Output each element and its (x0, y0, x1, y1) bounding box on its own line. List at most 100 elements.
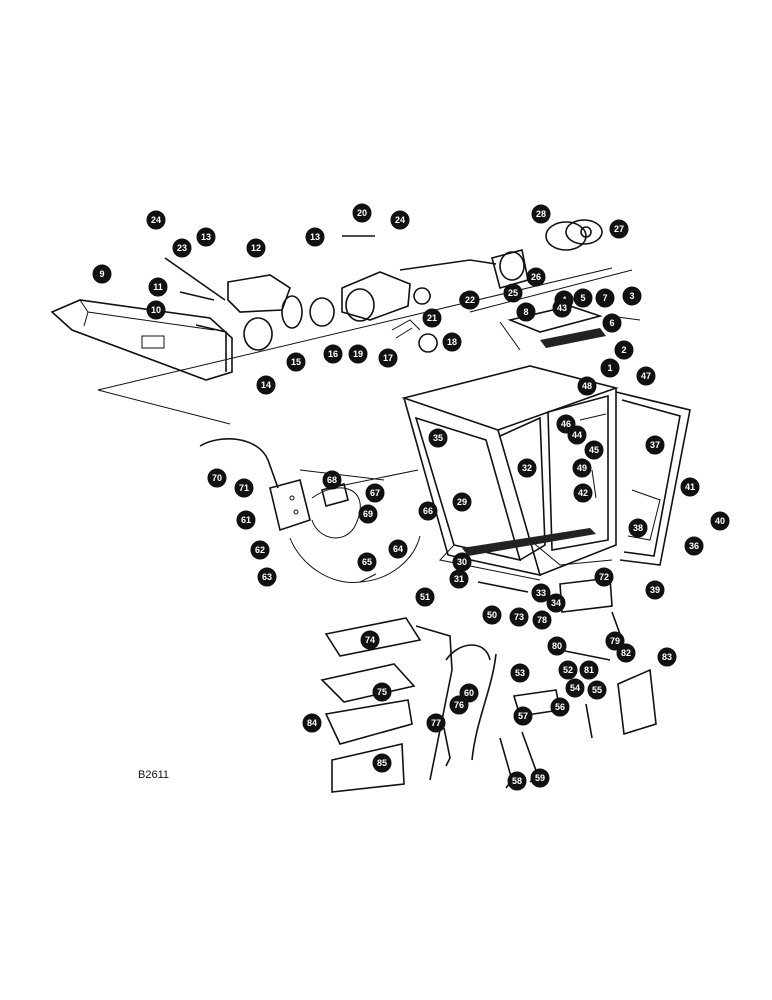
callout-number: 67 (370, 488, 380, 498)
callout-bubble (348, 344, 368, 364)
callout-6: 6 (602, 313, 622, 333)
callout-9: 9 (92, 264, 112, 284)
callout-bubble (513, 706, 533, 726)
callout-bubble (92, 264, 112, 284)
callout-bubble (628, 518, 648, 538)
callout-bubble (680, 477, 700, 497)
callout-number: 31 (454, 574, 464, 584)
callout-bubble (257, 567, 277, 587)
callout-73: 73 (509, 607, 529, 627)
callout-number: 5 (580, 293, 585, 303)
callout-79: 79 (605, 631, 625, 651)
callout-bubble (584, 440, 604, 460)
callout-bubble (572, 458, 592, 478)
callout-bubble (236, 510, 256, 530)
callout-number: 20 (357, 208, 367, 218)
callout-bubble (645, 580, 665, 600)
callout-number: 12 (251, 243, 261, 253)
callout-number: 82 (621, 648, 631, 658)
callout-number: 47 (641, 371, 651, 381)
callout-number: 55 (592, 685, 602, 695)
callout-14: 14 (256, 375, 276, 395)
callout-bubble (322, 470, 342, 490)
callout-number: 35 (433, 433, 443, 443)
callout-41: 41 (680, 477, 700, 497)
callout-number: 1 (607, 363, 612, 373)
callout-bubble (550, 697, 570, 717)
callout-38: 38 (628, 518, 648, 538)
callout-51: 51 (415, 587, 435, 607)
callout-number: 59 (535, 773, 545, 783)
callout-76: 76 (449, 695, 469, 715)
callout-bubble (428, 428, 448, 448)
callout-77: 77 (426, 713, 446, 733)
callout-bubble (148, 277, 168, 297)
callout-number: 73 (514, 612, 524, 622)
callout-15: 15 (286, 352, 306, 372)
callout-number: 22 (465, 295, 475, 305)
callout-49: 49 (572, 458, 592, 478)
callout-33: 33 (531, 583, 551, 603)
callout-bubble (579, 660, 599, 680)
callout-11: 11 (148, 277, 168, 297)
callout-number: 30 (457, 557, 467, 567)
callout-bubble (305, 227, 325, 247)
callout-number: 3 (629, 291, 634, 301)
callout-bubble (256, 375, 276, 395)
callout-number: 13 (310, 232, 320, 242)
callout-bubble (547, 636, 567, 656)
callout-number: 83 (662, 652, 672, 662)
callout-bubble (172, 238, 192, 258)
callout-number: 29 (457, 497, 467, 507)
callout-24: 24 (146, 210, 166, 230)
callout-number: 28 (536, 209, 546, 219)
callout-bubble (587, 680, 607, 700)
callout-55: 55 (587, 680, 607, 700)
callout-27: 27 (609, 219, 629, 239)
callout-number: 78 (537, 615, 547, 625)
callout-52: 52 (558, 660, 578, 680)
callout-bubble (365, 483, 385, 503)
callout-number: 64 (393, 544, 403, 554)
callout-bubble (452, 492, 472, 512)
callout-bubble (622, 286, 642, 306)
callout-25: 25 (503, 283, 523, 303)
callout-48: 48 (577, 376, 597, 396)
callout-bubble (146, 210, 166, 230)
callout-30: 30 (452, 552, 472, 572)
callout-number: 42 (578, 488, 588, 498)
callout-number: 46 (561, 419, 571, 429)
callout-number: 11 (153, 282, 163, 292)
callout-number: 19 (353, 349, 363, 359)
callout-bubble (234, 478, 254, 498)
callout-number: 60 (464, 688, 474, 698)
callout-19: 19 (348, 344, 368, 364)
callout-32: 32 (517, 458, 537, 478)
callout-number: 24 (151, 215, 161, 225)
callout-bubble (556, 414, 576, 434)
callout-65: 65 (357, 552, 377, 572)
callout-bubble (418, 501, 438, 521)
callout-number: 65 (362, 557, 372, 567)
callout-64: 64 (388, 539, 408, 559)
callout-number: 40 (715, 516, 725, 526)
callout-number: 43 (557, 303, 567, 313)
callout-number: 10 (151, 305, 161, 315)
callout-bubble (602, 313, 622, 333)
callout-22: 22 (460, 290, 480, 310)
callout-bubble (390, 210, 410, 230)
callout-35: 35 (428, 428, 448, 448)
callout-36: 36 (684, 536, 704, 556)
callout-number: 52 (563, 665, 573, 675)
callout-number: 68 (327, 475, 337, 485)
callout-bubble (594, 567, 614, 587)
callout-bubble (302, 713, 322, 733)
callout-number: 14 (261, 380, 271, 390)
callout-bubble (573, 483, 593, 503)
wiring-harness (199, 438, 421, 583)
callout-number: 39 (650, 585, 660, 595)
callout-bubble (517, 458, 537, 478)
callout-7: 7 (595, 288, 615, 308)
callout-84: 84 (302, 713, 322, 733)
callout-18: 18 (442, 332, 462, 352)
